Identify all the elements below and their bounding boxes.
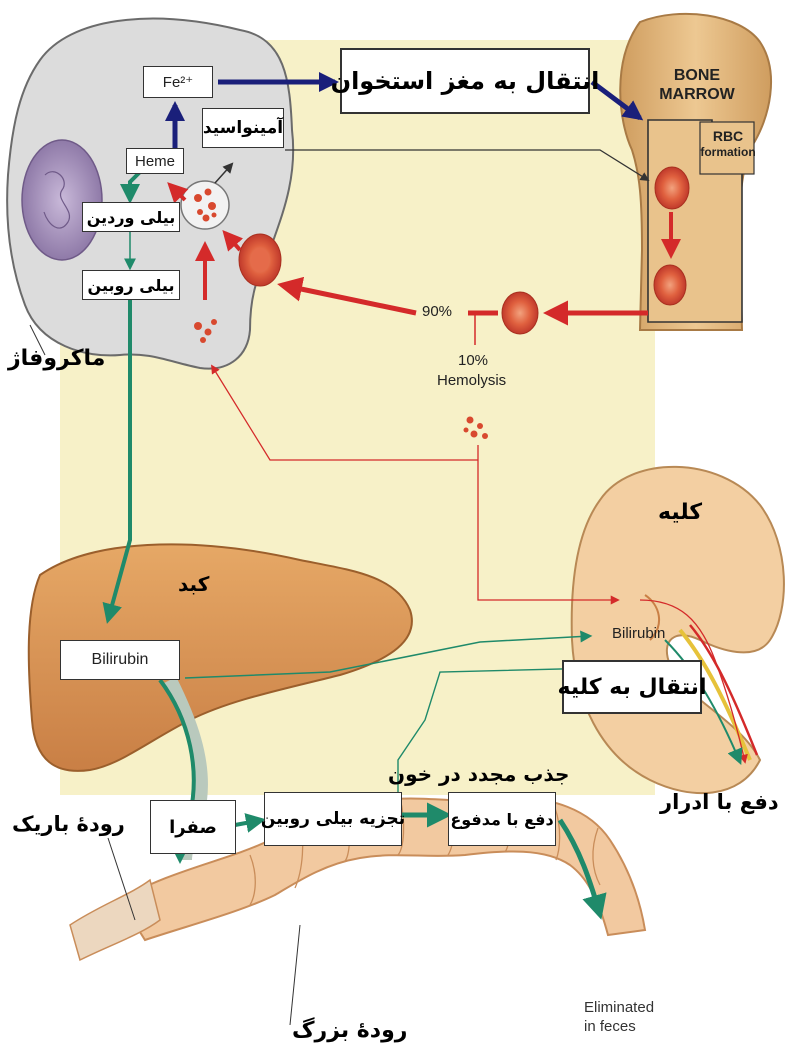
hemolysis-label: Hemolysis — [437, 372, 507, 389]
bilirubin-breakdown-box: تجزیه بیلی روبین — [260, 792, 406, 846]
debris-macrophage — [194, 319, 217, 343]
transfer-bone-marrow-box: انتقال به مغز استخوان — [331, 48, 599, 114]
urine-excretion-label: دفع با ادرار — [660, 790, 779, 814]
macrophage-label: ماکروفاژ — [8, 346, 106, 371]
bilirubin-macrophage-label: بیلی روبین — [87, 275, 175, 295]
bone-marrow-line1: BONE — [673, 67, 721, 84]
arrow-feces-to-eliminated — [557, 818, 607, 920]
arrow-phagosome-to-aminoacid — [214, 162, 234, 184]
percent-10-label: 10% — [458, 352, 489, 369]
pointer-macrophage — [29, 324, 46, 356]
transfer-bone-marrow-label: انتقال به مغز استخوان — [330, 67, 600, 95]
kidney-label: کلیه — [658, 500, 703, 525]
arrow-hemolysis-to-macrophage — [211, 364, 478, 461]
fe-label: Fe²⁺ — [162, 74, 194, 91]
rbc-formation-line1: RBC — [712, 128, 744, 144]
macrophage-cell — [6, 17, 295, 370]
bilirubin-liver-label: Bilirubin — [91, 651, 149, 668]
bilirubin-breakdown-label: تجزیه بیلی روبین — [260, 809, 406, 829]
chromatin-strands — [43, 171, 71, 229]
large-intestine-label: رودهٔ بزرگ — [292, 1018, 408, 1043]
liver-label: کبد — [178, 572, 210, 596]
arrow-macrophage-to-liver — [102, 300, 132, 624]
rbc-formation-line2: formation — [700, 145, 756, 159]
arrow-kidney-red-excretion — [639, 599, 748, 764]
arrow-90-to-macrophage — [277, 276, 417, 316]
eliminated-line2: in feces — [584, 1018, 636, 1035]
arrow-kidney-green-excretion — [664, 639, 743, 765]
arrow-reabsorption-to-kidney — [397, 662, 603, 810]
eliminated-line1: Eliminated — [584, 999, 655, 1016]
rbc-fragments — [194, 188, 217, 222]
transfer-kidney-label: انتقال به کلیه — [557, 674, 707, 700]
percent-90-label: 90% — [420, 303, 455, 320]
pointer-large-intestine — [289, 924, 301, 1026]
eliminated-label: Eliminated in feces — [584, 998, 654, 1036]
arrow-phagosome-to-heme — [167, 182, 189, 204]
bile-box: صفرا — [150, 800, 236, 854]
bilirubin-macrophage-box: بیلی روبین — [82, 270, 180, 300]
feces-excretion-box: دفع با مدفوع — [448, 792, 556, 846]
arrow-heme-to-biliverdin — [120, 170, 142, 204]
kidney-pelvis — [644, 594, 660, 641]
rbc-formation-label: RBC formation — [700, 128, 756, 160]
bone-marrow-line2: MARROW — [659, 86, 735, 103]
bilirubin-liver-box: Bilirubin — [60, 640, 180, 680]
arrow-transfer-to-marrow — [590, 80, 644, 121]
rbc-marrow-1 — [654, 166, 690, 210]
biliverdin-box: بیلی وردین — [82, 202, 180, 232]
fe-box: Fe²⁺ — [143, 66, 213, 98]
arrow-liver-to-kidney — [184, 630, 593, 679]
arrow-aminoacid-to-marrow — [285, 149, 650, 181]
pointer-small-intestine — [107, 837, 136, 921]
reabsorption-label: جذب مجدد در خون — [388, 762, 570, 786]
arrow-rbc-into-phagosome — [222, 230, 244, 252]
rbc-center — [251, 248, 269, 272]
phagosome — [180, 180, 230, 230]
rbc-formation-box — [699, 121, 755, 175]
feces-excretion-label: دفع با مدفوع — [450, 809, 554, 829]
bilirubin-kidney-label: Bilirubin — [612, 625, 666, 642]
arrow-bile-to-intestine — [234, 813, 266, 833]
hemolysis-fragments — [463, 416, 488, 439]
bile-label: صفرا — [169, 816, 217, 838]
rbc-marrow-2 — [653, 264, 687, 306]
heme-label: Heme — [134, 152, 175, 170]
amino-acid-label: آمینواسید — [202, 118, 284, 138]
ureter-red — [689, 624, 759, 756]
liver-illustration — [27, 543, 413, 772]
arrow-hemolysis-to-kidney — [477, 445, 620, 605]
transfer-kidney-box: انتقال به کلیه — [558, 660, 706, 714]
rbc-circulating — [501, 291, 539, 335]
bone-marrow-title: BONE MARROW — [652, 66, 742, 104]
biliverdin-label: بیلی وردین — [86, 207, 176, 227]
amino-acid-box: آمینواسید — [202, 108, 284, 148]
ureter-yellow — [678, 628, 752, 761]
small-intestine — [69, 878, 161, 962]
small-intestine-label: رودهٔ باریک — [12, 812, 125, 836]
heme-box: Heme — [126, 148, 184, 174]
